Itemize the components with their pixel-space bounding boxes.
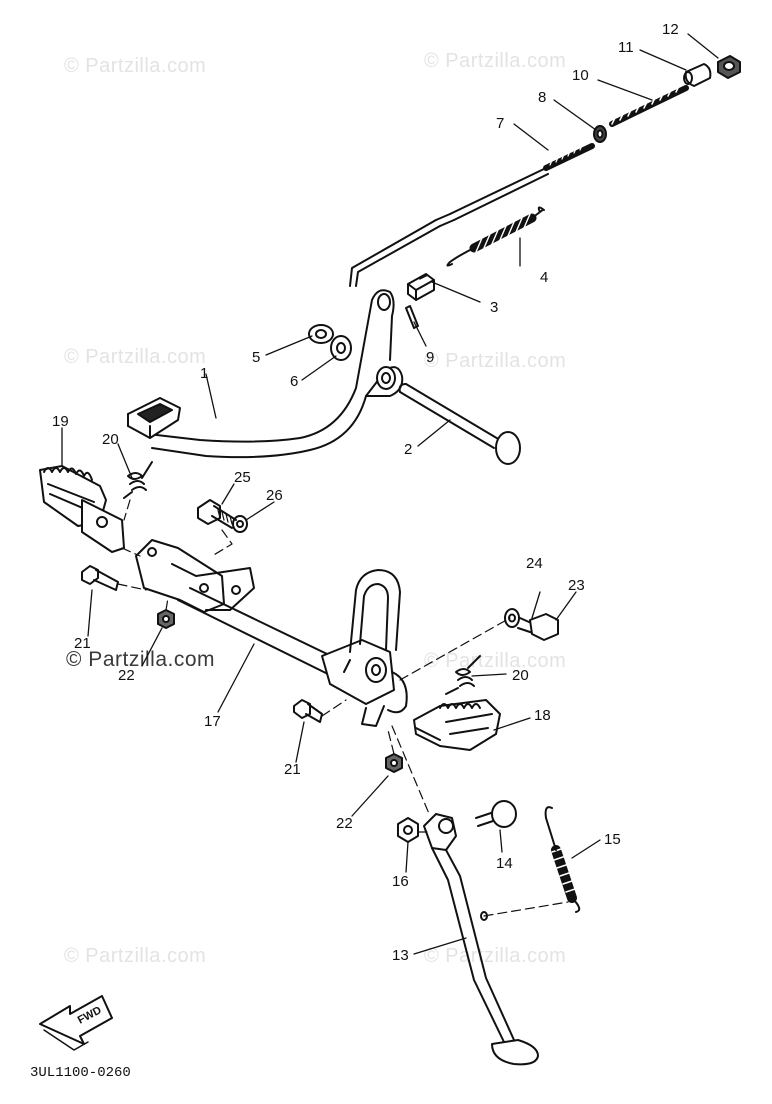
- callout-3: 3: [490, 299, 498, 316]
- callout-22: 22: [118, 667, 135, 684]
- part-19-footrest: [39, 465, 125, 553]
- part-16-nut: [397, 817, 419, 843]
- callout-12: 12: [662, 21, 679, 38]
- watermark: © Partzilla.com: [424, 50, 567, 72]
- part-22-nut-right: [385, 753, 403, 773]
- part-6-washer: [330, 335, 352, 361]
- watermark: © Partzilla.com: [64, 55, 207, 77]
- part-9-cotter-pin: [405, 305, 419, 329]
- part-24-washer: [504, 608, 520, 628]
- callout-21: 21: [74, 635, 91, 652]
- part-17-bracket: [135, 539, 408, 727]
- leader-lines: [61, 33, 719, 955]
- callout-2: 2: [404, 441, 412, 458]
- part-8-washer: [593, 125, 607, 143]
- callout-23: 23: [568, 577, 585, 594]
- part-5-washer: [308, 324, 334, 344]
- part-21-pin-left: [81, 565, 119, 591]
- callout-16: 16: [392, 873, 409, 890]
- watermark: © Partzilla.com: [66, 648, 216, 671]
- watermark: © Partzilla.com: [424, 350, 567, 372]
- callout-1: 1: [200, 365, 208, 382]
- callout-13: 13: [392, 947, 409, 964]
- callout-18: 18: [534, 707, 551, 724]
- assembly-lines: [117, 499, 569, 917]
- watermark: © Partzilla.com: [64, 945, 207, 967]
- callout-10: 10: [572, 67, 589, 84]
- diagram-code: 3UL1100-0260: [30, 1065, 131, 1081]
- callout-17: 17: [204, 713, 221, 730]
- callout-4: 4: [540, 269, 548, 286]
- callout-20: 20: [102, 431, 119, 448]
- callout-25: 25: [234, 469, 251, 486]
- callout-19: 19: [52, 413, 69, 430]
- callout-15: 15: [604, 831, 621, 848]
- callouts: 12 11 10 8 7 4 3 9 5 6 1 2 19 20 25 26 2…: [52, 21, 679, 964]
- part-21-pin-right: [293, 699, 323, 723]
- part-25-bolt: [197, 499, 237, 529]
- callout-26: 26: [266, 487, 283, 504]
- callout-5: 5: [252, 349, 260, 366]
- part-22-nut-left: [157, 609, 175, 629]
- part-3-block: [407, 273, 435, 301]
- part-7-rod: [349, 142, 595, 287]
- callout-8: 8: [538, 89, 546, 106]
- part-15-spring: [544, 806, 581, 913]
- callout-6: 6: [290, 373, 298, 390]
- part-18-footrest: [413, 699, 501, 751]
- watermark: © Partzilla.com: [424, 945, 567, 967]
- callout-7: 7: [496, 115, 504, 132]
- callout-11: 11: [618, 39, 634, 56]
- part-2-pivot-shaft: [398, 383, 521, 465]
- watermark: © Partzilla.com: [424, 650, 567, 672]
- callout-20-lower: 20: [512, 667, 529, 684]
- callout-9: 9: [426, 349, 434, 366]
- part-14-pivot-bolt: [475, 800, 517, 828]
- callout-14: 14: [496, 855, 513, 872]
- fwd-arrow-icon: FWD: [39, 995, 113, 1051]
- callout-24: 24: [526, 555, 543, 572]
- part-23-bolt: [517, 613, 559, 641]
- part-26-washer: [232, 515, 248, 533]
- part-12-nut: [717, 55, 741, 79]
- callout-22-lower: 22: [336, 815, 353, 832]
- watermark: © Partzilla.com: [64, 346, 207, 368]
- part-20-spring-lower: [445, 655, 481, 695]
- callout-21-lower: 21: [284, 761, 301, 778]
- part-1-brake-pedal: [127, 289, 404, 459]
- part-4-spring: [446, 206, 545, 267]
- part-10-spring: [609, 83, 689, 127]
- part-11-collar: [683, 63, 712, 87]
- part-13-side-stand: [423, 813, 539, 1066]
